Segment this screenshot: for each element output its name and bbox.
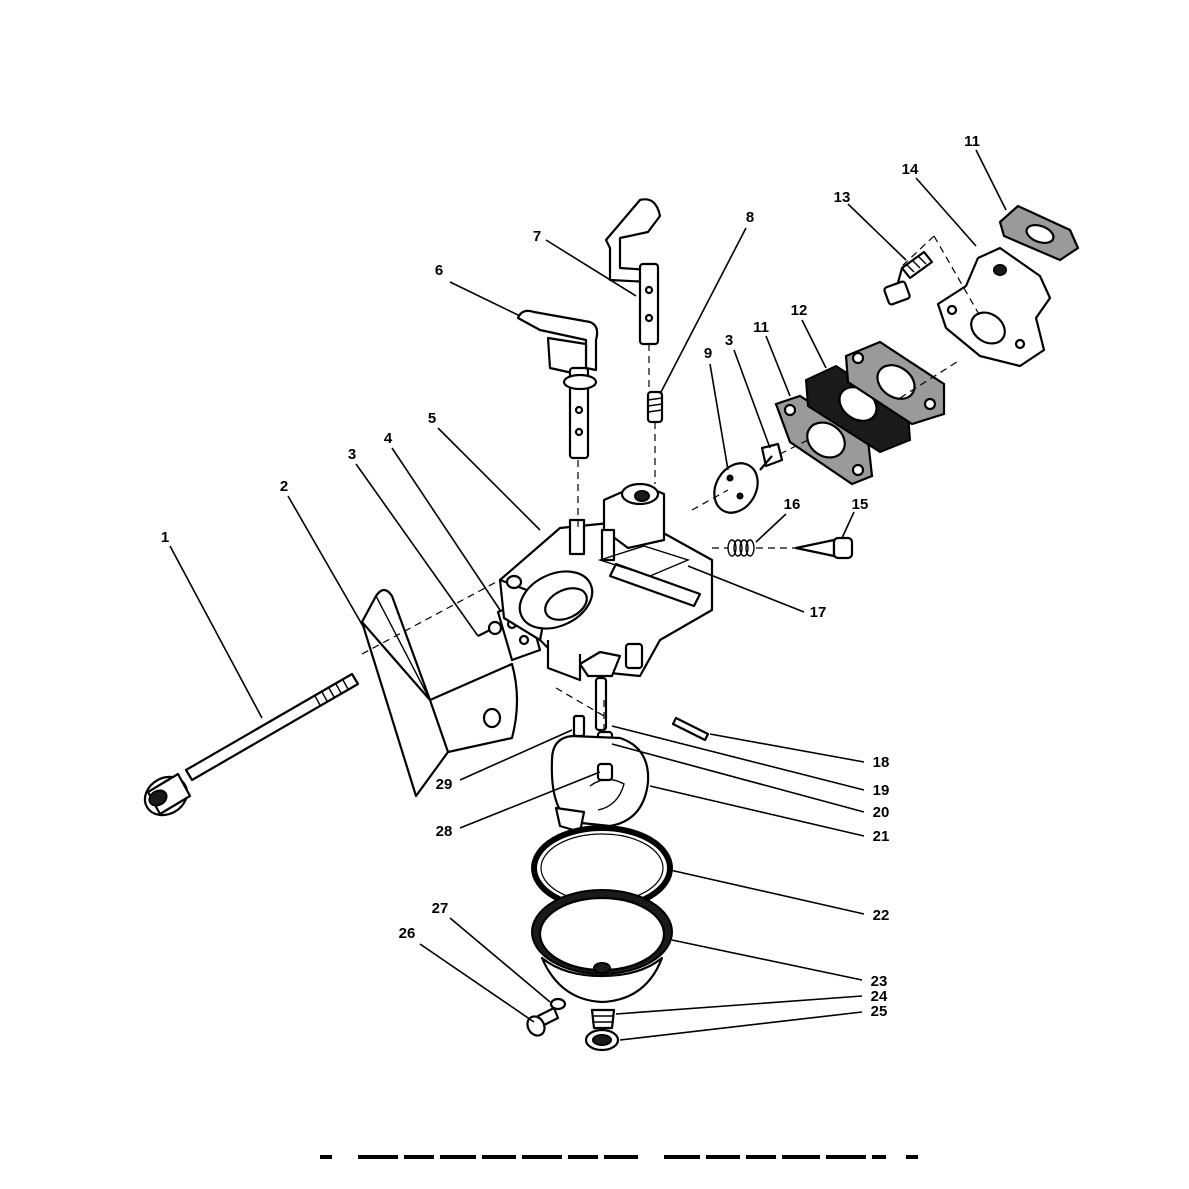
callout-28: 28 bbox=[436, 823, 453, 840]
leader-lines bbox=[169, 149, 1007, 1041]
caption-remnant bbox=[320, 1155, 918, 1159]
callout-14: 14 bbox=[902, 161, 919, 178]
callout-25: 25 bbox=[871, 1003, 888, 1020]
callout-8: 8 bbox=[746, 209, 754, 226]
part-spring bbox=[727, 539, 755, 557]
part-clip bbox=[572, 714, 586, 738]
part-float bbox=[550, 734, 650, 834]
part-float-bowl bbox=[531, 889, 673, 1004]
callout-11-top: 11 bbox=[964, 133, 980, 150]
part-choke-shaft bbox=[604, 198, 662, 346]
callout-27: 27 bbox=[432, 900, 449, 917]
part-shield-bracket bbox=[360, 588, 519, 798]
part-needle-screw bbox=[794, 536, 854, 560]
callout-12: 12 bbox=[791, 302, 808, 319]
callout-18: 18 bbox=[873, 754, 890, 771]
callout-3-right: 3 bbox=[725, 332, 733, 349]
callout-6: 6 bbox=[435, 262, 443, 279]
callout-3-left: 3 bbox=[348, 446, 356, 463]
part-small-screw-right bbox=[759, 442, 784, 471]
callout-7: 7 bbox=[533, 228, 541, 245]
part-bowl-nut bbox=[584, 1008, 620, 1052]
callout-22: 22 bbox=[873, 907, 890, 924]
part-gasket-inner bbox=[774, 394, 874, 486]
part-pin bbox=[671, 716, 710, 742]
callout-29: 29 bbox=[436, 776, 453, 793]
callout-1: 1 bbox=[161, 529, 169, 546]
part-carburetor-body bbox=[498, 482, 714, 682]
callout-19: 19 bbox=[873, 782, 890, 799]
part-choke-plate bbox=[713, 462, 759, 514]
part-bolt-13 bbox=[883, 250, 934, 306]
callout-13: 13 bbox=[834, 189, 851, 206]
assembly-centerlines bbox=[361, 235, 981, 734]
callout-23: 23 bbox=[871, 973, 888, 990]
part-gasket-top bbox=[998, 204, 1080, 262]
callout-26: 26 bbox=[399, 925, 416, 942]
part-intake-elbow bbox=[936, 246, 1052, 368]
callout-labels: 1 2 3 4 5 6 7 8 9 3 11 12 13 14 11 16 15… bbox=[161, 133, 980, 1020]
callout-15: 15 bbox=[852, 496, 869, 513]
part-throttle-shaft bbox=[516, 309, 599, 460]
callout-2: 2 bbox=[280, 478, 288, 495]
part-long-bolt bbox=[143, 672, 360, 817]
callout-17: 17 bbox=[810, 604, 827, 621]
part-idle-screw bbox=[646, 390, 664, 424]
callout-16: 16 bbox=[784, 496, 801, 513]
callout-20: 20 bbox=[873, 804, 890, 821]
callout-21: 21 bbox=[873, 828, 890, 845]
callout-5: 5 bbox=[428, 410, 436, 427]
part-gasket-outer bbox=[844, 340, 946, 426]
callout-9: 9 bbox=[704, 345, 712, 362]
callout-11-gasket: 11 bbox=[753, 319, 769, 336]
callout-24: 24 bbox=[871, 988, 888, 1005]
part-small-screw-left bbox=[477, 620, 503, 637]
callout-4: 4 bbox=[384, 430, 393, 447]
